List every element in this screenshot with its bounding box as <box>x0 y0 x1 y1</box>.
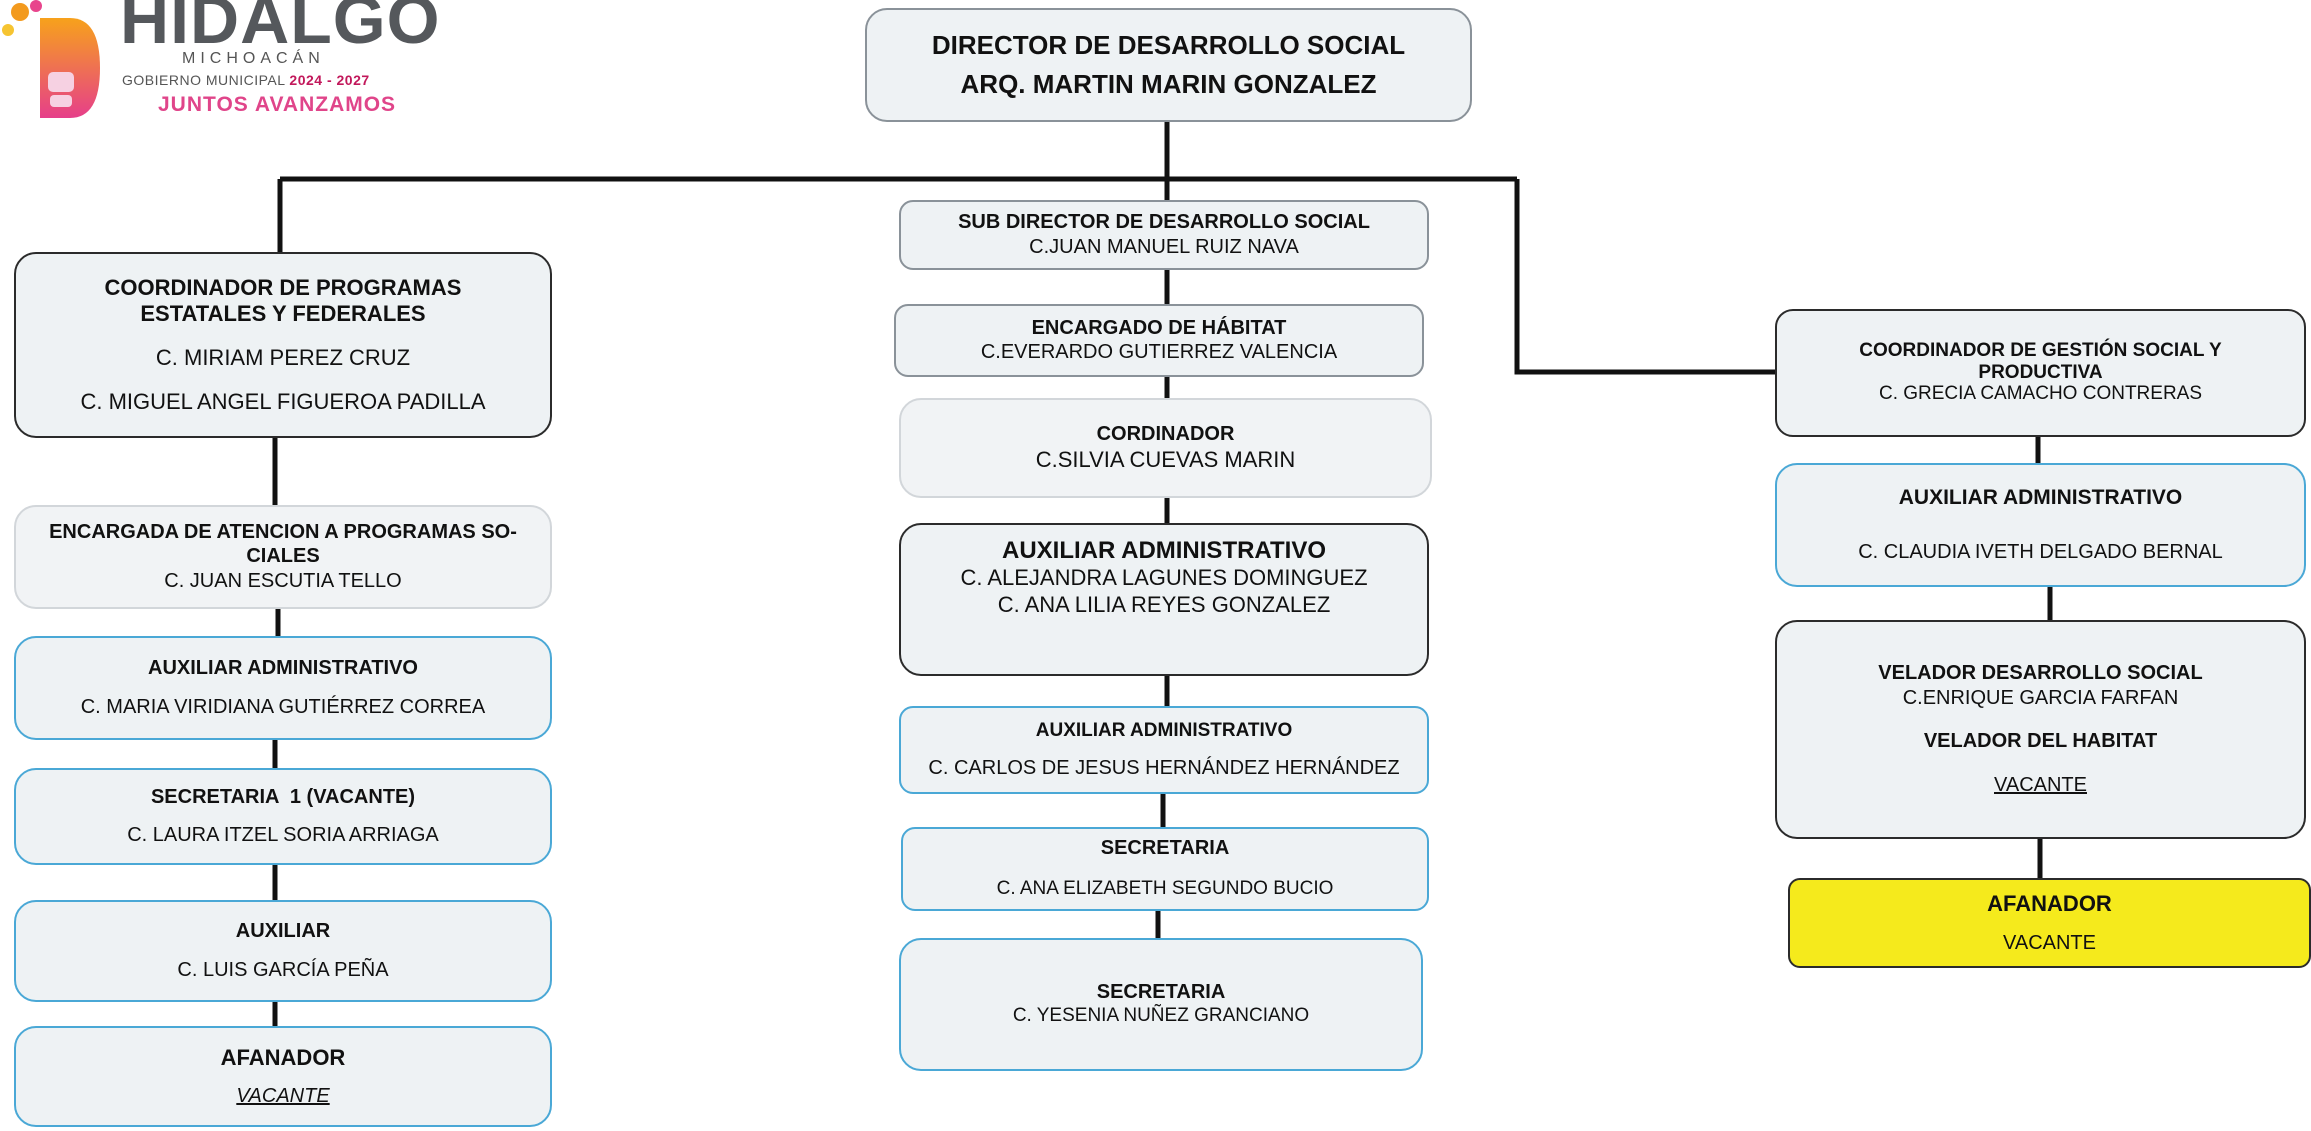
hidalgo-emblem-icon <box>2 0 100 118</box>
habitat-box: ENCARGADO DE HÁBITAT C.EVERARDO GUTIERRE… <box>894 304 1424 377</box>
center-secretaria2-title: SECRETARIA <box>1096 981 1226 1004</box>
municipal-logo: HIDALGO MICHOACÁN GOBIERNO MUNICIPAL 202… <box>0 0 470 125</box>
logo-slogan: JUNTOS AVANZAMOS <box>158 93 397 116</box>
right-velador1-title: VELADOR DESARROLLO SOCIAL <box>1878 661 2203 684</box>
subdirector-title: SUB DIRECTOR DE DESARROLLO SOCIAL <box>958 211 1370 234</box>
left-auxiliar-title: AUXILIAR <box>235 920 331 943</box>
left-afanador-title: AFANADOR <box>220 1044 346 1070</box>
logo-state: MICHOACÁN <box>182 50 325 67</box>
center-aux1-name-1: C. ALEJANDRA LAGUNES DOMINGUEZ <box>960 565 1368 591</box>
center-secretaria1-box: SECRETARIA C. ANA ELIZABETH SEGUNDO BUCI… <box>901 827 1429 911</box>
left-secretaria-box: SECRETARIA 1 (VACANTE) C. LAURA ITZEL SO… <box>14 768 552 865</box>
left-secretaria-title: SECRETARIA 1 (VACANTE) <box>150 785 416 808</box>
left-auxiliar-name: C. LUIS GARCÍA PEÑA <box>177 958 389 981</box>
right-aux-title: AUXILIAR ADMINISTRATIVO <box>1898 485 2183 509</box>
center-secretaria1-name: C. ANA ELIZABETH SEGUNDO BUCIO <box>996 878 1334 900</box>
cordinador-name: C.SILVIA CUEVAS MARIN <box>1035 446 1296 472</box>
right-coordinator-name: C. GRECIA CAMACHO CONTRERAS <box>1878 383 2203 405</box>
right-velador2-name: VACANTE <box>1994 774 2087 797</box>
right-velador2-title: VELADOR DEL HABITAT <box>1923 729 2158 752</box>
right-afanador-title: AFANADOR <box>1987 891 2112 917</box>
right-afanador-box: AFANADOR VACANTE <box>1788 878 2311 968</box>
director-title: DIRECTOR DE DESARROLLO SOCIAL <box>931 30 1406 61</box>
right-velador-box: VELADOR DESARROLLO SOCIAL C.ENRIQUE GARC… <box>1775 620 2306 839</box>
left-encargada-name: C. JUAN ESCUTIA TELLO <box>164 569 402 592</box>
right-afanador-name: VACANTE <box>2003 931 2096 954</box>
center-secretaria2-box: SECRETARIA C. YESENIA NUÑEZ GRANCIANO <box>899 938 1423 1071</box>
habitat-name: C.EVERARDO GUTIERREZ VALENCIA <box>980 341 1338 364</box>
center-aux2-name: C. CARLOS DE JESUS HERNÁNDEZ HERNÁNDEZ <box>928 757 1400 780</box>
center-aux1-box: AUXILIAR ADMINISTRATIVO C. ALEJANDRA LAG… <box>899 523 1429 676</box>
left-coordinator-name-1: C. MIRIAM PEREZ CRUZ <box>155 344 411 370</box>
right-coordinator-title: COORDINADOR DE GESTIÓN SOCIAL Y PRODUCTI… <box>1859 339 2222 383</box>
left-aux-name: C. MARIA VIRIDIANA GUTIÉRREZ CORREA <box>80 695 486 718</box>
center-secretaria2-name: C. YESENIA NUÑEZ GRANCIANO <box>1012 1004 1310 1026</box>
left-coordinator-box: COORDINADOR DE PROGRAMAS ESTATALES Y FED… <box>14 252 552 438</box>
left-coordinator-name-2: C. MIGUEL ANGEL FIGUEROA PADILLA <box>80 388 486 414</box>
center-aux2-title: AUXILIAR ADMINISTRATIVO <box>1035 719 1293 741</box>
right-coordinator-box: COORDINADOR DE GESTIÓN SOCIAL Y PRODUCTI… <box>1775 309 2306 437</box>
director-name: ARQ. MARTIN MARIN GONZALEZ <box>960 69 1377 99</box>
center-aux1-name-2: C. ANA LILIA REYES GONZALEZ <box>997 591 1331 617</box>
subdirector-name: C.JUAN MANUEL RUIZ NAVA <box>1029 235 1299 258</box>
left-auxiliar-box: AUXILIAR C. LUIS GARCÍA PEÑA <box>14 900 552 1002</box>
left-coordinator-title: COORDINADOR DE PROGRAMAS ESTATALES Y FED… <box>104 274 462 326</box>
cordinador-box: CORDINADOR C.SILVIA CUEVAS MARIN <box>899 398 1432 498</box>
left-afanador-box: AFANADOR VACANTE <box>14 1026 552 1127</box>
center-aux2-box: AUXILIAR ADMINISTRATIVO C. CARLOS DE JES… <box>899 706 1429 794</box>
director-box: DIRECTOR DE DESARROLLO SOCIAL ARQ. MARTI… <box>865 8 1472 122</box>
left-encargada-title: ENCARGADA DE ATENCION A PROGRAMAS SO-CIA… <box>49 521 517 567</box>
subdirector-box: SUB DIRECTOR DE DESARROLLO SOCIAL C.JUAN… <box>899 200 1429 270</box>
line-right-branch <box>1514 179 1775 375</box>
center-secretaria1-title: SECRETARIA <box>1100 836 1230 859</box>
left-secretaria-name: C. LAURA ITZEL SORIA ARRIAGA <box>127 824 439 847</box>
right-aux-name: C. CLAUDIA IVETH DELGADO BERNAL <box>1858 541 2223 564</box>
right-aux-box: AUXILIAR ADMINISTRATIVO C. CLAUDIA IVETH… <box>1775 463 2306 587</box>
left-encargada-box: ENCARGADA DE ATENCION A PROGRAMAS SO-CIA… <box>14 505 552 609</box>
right-velador1-name: C.ENRIQUE GARCIA FARFAN <box>1902 686 2179 709</box>
logo-government: GOBIERNO MUNICIPAL 2024 - 2027 <box>122 72 370 88</box>
left-aux-box: AUXILIAR ADMINISTRATIVO C. MARIA VIRIDIA… <box>14 636 552 740</box>
cordinador-title: CORDINADOR <box>1096 423 1235 445</box>
habitat-title: ENCARGADO DE HÁBITAT <box>1031 316 1287 339</box>
logo-title: HIDALGO <box>120 0 441 58</box>
left-afanador-name: VACANTE <box>236 1085 330 1108</box>
left-aux-title: AUXILIAR ADMINISTRATIVO <box>148 657 418 680</box>
center-aux1-title: AUXILIAR ADMINISTRATIVO <box>1002 537 1326 564</box>
